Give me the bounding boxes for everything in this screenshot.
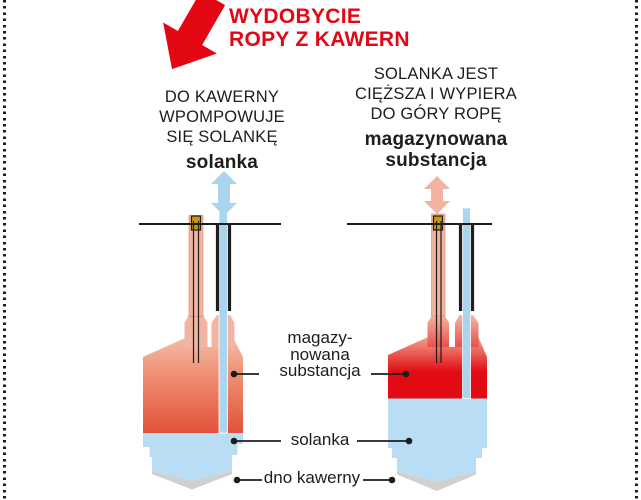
right-cavern-floor <box>397 471 476 491</box>
callout-substance-line: magazy- <box>287 328 353 347</box>
dotted-border-left <box>3 0 6 500</box>
callout-substance-line: substancja <box>279 361 361 380</box>
left-cavern-unit <box>139 171 281 490</box>
left-cavern-floor <box>152 471 232 490</box>
right-cavern-brine-layer <box>388 398 487 482</box>
callout-substance-line: nowana <box>290 344 350 364</box>
substance-flow-label: magazynowana substancja <box>336 129 536 171</box>
callout-leaders <box>230 370 413 484</box>
right-oil-pipe <box>431 213 446 317</box>
left-cavern-substance-body <box>143 337 243 433</box>
right-caption-line: DO GÓRY ROPĘ <box>370 105 502 123</box>
right-cavern-neck-left <box>427 315 449 347</box>
page-title: WYDOBYCIE ROPY Z KAWERN <box>229 5 410 51</box>
right-caption-line: CIĘŻSZA I WYPIERA <box>354 85 517 103</box>
left-cavern-brine-layer <box>143 433 243 481</box>
dotted-border-right <box>635 0 638 500</box>
left-caption: DO KAWERNY WPOMPOWUJE SIĘ SOLANKĘ solank… <box>122 87 322 173</box>
title-line-2: ROPY Z KAWERN <box>229 28 410 51</box>
title-line-1: WYDOBYCIE <box>229 5 362 28</box>
leader-dot <box>388 476 396 484</box>
callout-brine: solanka <box>290 430 350 449</box>
left-oil-pipe <box>188 215 204 317</box>
right-brine-pipe <box>462 207 471 399</box>
substance-flow-label-line: magazynowana <box>364 129 508 150</box>
left-brine-pipe <box>218 197 228 434</box>
substance-flow-label-line: substancja <box>385 150 487 171</box>
leader-dot <box>405 437 413 445</box>
right-caption-line: SOLANKA JEST <box>373 65 499 83</box>
left-cavern-neck-left <box>184 315 208 347</box>
right-caption: SOLANKA JEST CIĘŻSZA I WYPIERA DO GÓRY R… <box>336 64 536 171</box>
left-caption-line: WPOMPOWUJE <box>159 108 285 126</box>
callout-floor: dno kawerny <box>263 468 361 487</box>
brine-flow-label: solanka <box>185 152 259 173</box>
extraction-arrow-icon <box>163 0 226 70</box>
left-caption-line: SIĘ SOLANKĘ <box>166 128 278 146</box>
brine-flow-arrow-icon <box>211 171 237 216</box>
leader-dot <box>402 370 410 378</box>
callout-substance: magazy- nowana substancja <box>256 328 384 380</box>
right-cavern-unit <box>347 176 492 491</box>
substance-flow-arrow-icon <box>424 176 450 214</box>
left-caption-line: DO KAWERNY <box>164 88 280 106</box>
